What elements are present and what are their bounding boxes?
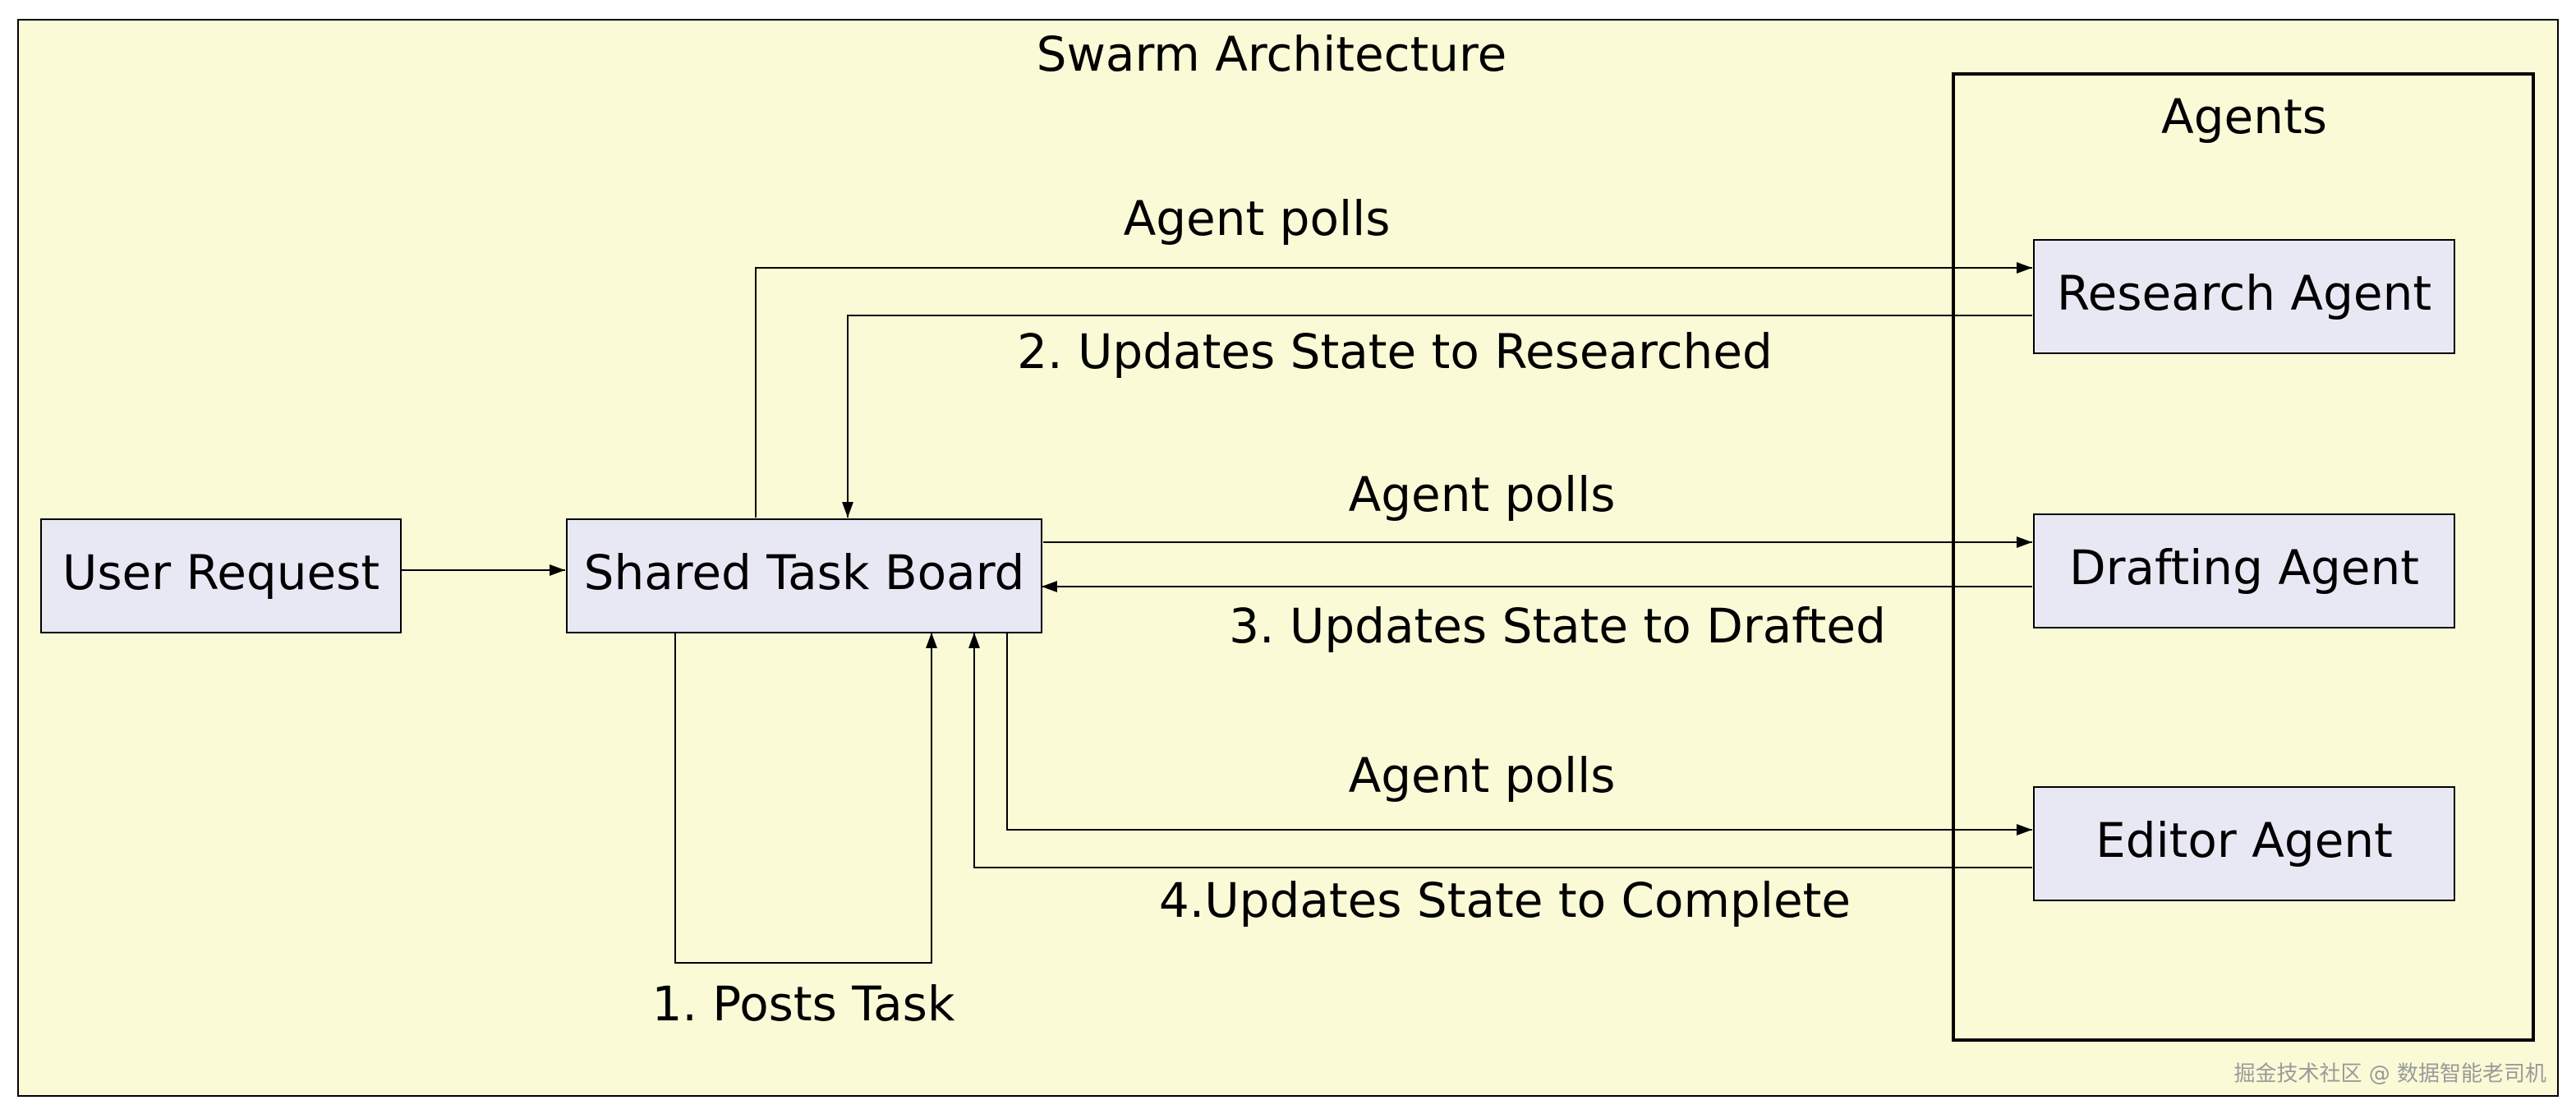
watermark: 掘金技术社区 @ 数据智能老司机 — [2233, 1062, 2546, 1087]
node-drafting-agent: Drafting Agent — [2033, 513, 2455, 628]
node-drafting-agent-label: Drafting Agent — [2069, 540, 2419, 596]
label-posts-task: 1. Posts Task — [652, 976, 955, 1032]
edge-editor-polls — [1006, 633, 2032, 836]
node-editor-agent: Editor Agent — [2033, 786, 2455, 901]
label-editor-updates: 4.Updates State to Complete — [1159, 872, 1851, 928]
agents-group-label: Agents — [2161, 89, 2327, 145]
label-research-updates: 2. Updates State to Researched — [1017, 324, 1773, 380]
node-shared-task-board: Shared Task Board — [566, 518, 1042, 633]
node-user-request: User Request — [40, 518, 402, 633]
label-research-polls: Agent polls — [1124, 191, 1391, 246]
node-shared-task-board-label: Shared Task Board — [584, 545, 1025, 601]
edge-research-updates — [842, 315, 2032, 518]
node-research-agent-label: Research Agent — [2057, 265, 2431, 321]
edge-research-polls — [755, 262, 2032, 518]
agents-group — [1952, 72, 2535, 1042]
edge-editor-updates — [968, 633, 2032, 868]
label-drafting-updates: 3. Updates State to Drafted — [1229, 598, 1886, 654]
node-research-agent: Research Agent — [2033, 239, 2455, 354]
node-editor-agent-label: Editor Agent — [2095, 812, 2393, 868]
edges — [401, 262, 2032, 964]
diagram-title: Swarm Architecture — [1037, 26, 1507, 82]
edge-posts-task-loop — [674, 633, 937, 964]
node-user-request-label: User Request — [62, 545, 380, 601]
label-drafting-polls: Agent polls — [1349, 467, 1616, 522]
label-editor-polls: Agent polls — [1349, 748, 1616, 803]
